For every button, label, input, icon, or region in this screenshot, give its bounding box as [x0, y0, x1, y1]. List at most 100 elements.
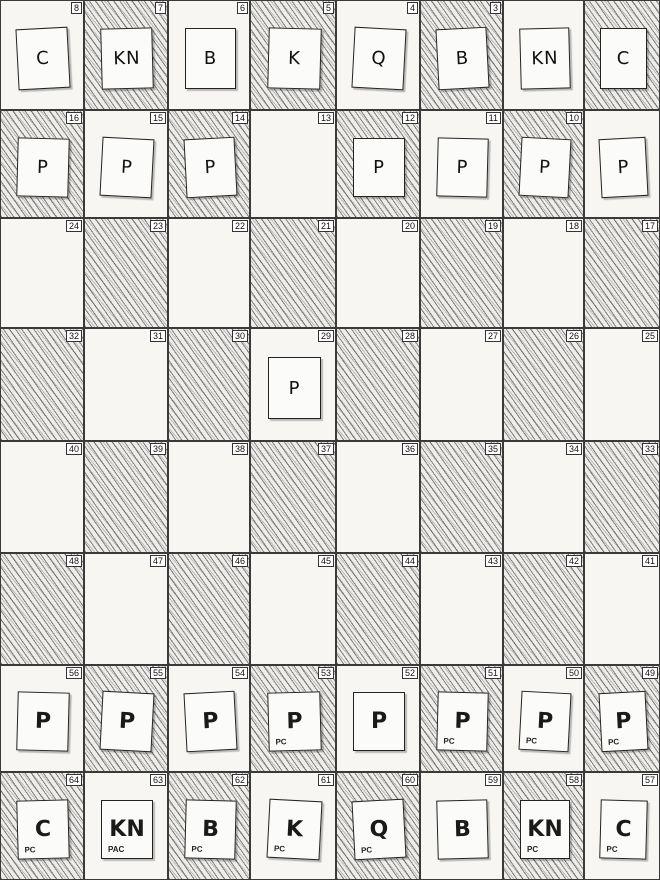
chess-piece-card[interactable]: K — [267, 27, 322, 89]
board-square[interactable]: 48 — [0, 553, 84, 665]
square-number: 28 — [402, 330, 418, 342]
piece-label: P — [373, 157, 385, 178]
board-square[interactable]: 20 — [336, 218, 420, 328]
chess-piece-card[interactable]: P — [598, 137, 648, 198]
board-square[interactable]: 44 — [336, 553, 420, 665]
board-square[interactable]: 13 — [250, 110, 336, 218]
board-square[interactable]: 46 — [168, 553, 250, 665]
chess-piece-card[interactable]: KN — [519, 27, 571, 89]
board-square[interactable]: 26 — [503, 328, 584, 441]
board-square[interactable]: 32 — [0, 328, 84, 441]
board-square[interactable]: 27 — [420, 328, 503, 441]
board-square[interactable]: 21 — [250, 218, 336, 328]
board-square[interactable]: 43 — [420, 553, 503, 665]
board-square[interactable]: 42 — [503, 553, 584, 665]
board-square[interactable]: 34 — [503, 441, 584, 553]
board-square[interactable]: 33 — [584, 441, 660, 553]
board-square[interactable]: 30 — [168, 328, 250, 441]
chess-piece-card[interactable]: P — [518, 137, 571, 199]
board-square[interactable]: 19 — [420, 218, 503, 328]
board-square[interactable]: 31 — [84, 328, 168, 441]
chess-piece-card[interactable]: KN — [100, 27, 154, 89]
board-square[interactable]: 18 — [503, 218, 584, 328]
chess-piece-card[interactable]: P — [183, 691, 237, 753]
chess-piece-card[interactable]: P — [99, 137, 154, 199]
chess-piece-card[interactable]: P — [268, 357, 321, 419]
chess-piece-card[interactable]: P — [16, 137, 70, 197]
chess-piece-card[interactable]: B — [436, 799, 489, 859]
board-square[interactable]: KN — [503, 0, 584, 110]
chess-piece-card[interactable]: C — [15, 27, 70, 91]
board-square[interactable]: 40 — [0, 441, 84, 553]
board-square[interactable]: 36 — [336, 441, 420, 553]
board-square[interactable]: 39 — [84, 441, 168, 553]
board-square[interactable]: 35 — [420, 441, 503, 553]
board-square[interactable]: 24 — [0, 218, 84, 328]
chess-piece-card[interactable]: P — [353, 138, 405, 197]
chess-piece-card[interactable]: B — [185, 28, 236, 89]
chess-piece-card[interactable]: C — [600, 28, 647, 89]
board-square[interactable]: 28 — [336, 328, 420, 441]
board-square[interactable]: C — [584, 0, 660, 110]
board-square[interactable]: 38 — [168, 441, 250, 553]
chess-piece-card[interactable]: P — [99, 691, 154, 753]
board-square[interactable]: 45 — [250, 553, 336, 665]
board-square[interactable]: 23 — [84, 218, 168, 328]
board-square[interactable]: 41 — [584, 553, 660, 665]
board-square[interactable]: 17 — [584, 218, 660, 328]
chess-piece-card[interactable]: P — [436, 137, 489, 197]
square-number: 54 — [232, 667, 248, 679]
chess-piece-card[interactable]: B — [435, 27, 489, 91]
board-square[interactable]: 22 — [168, 218, 250, 328]
board-square[interactable]: 37 — [250, 441, 336, 553]
board-square[interactable]: P — [584, 110, 660, 218]
chess-piece-card[interactable]: P — [16, 691, 70, 751]
chess-piece-card[interactable]: Q — [351, 27, 406, 91]
board-square[interactable]: 25 — [584, 328, 660, 441]
chess-piece-card[interactable]: P — [183, 137, 237, 199]
board-square[interactable]: 47 — [84, 553, 168, 665]
square-number: 36 — [402, 443, 418, 455]
chess-piece-card[interactable]: P — [353, 692, 405, 751]
